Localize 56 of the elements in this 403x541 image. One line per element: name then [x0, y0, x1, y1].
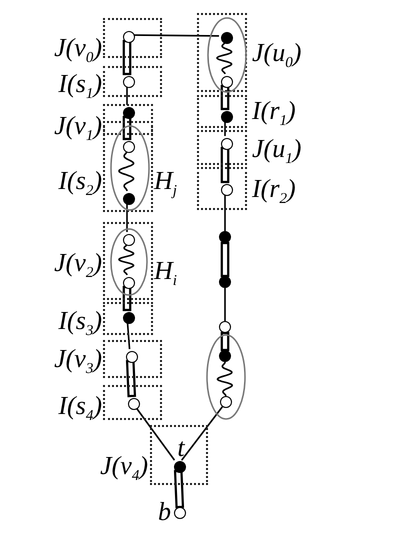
subgraph-label: H$_{j}$ — [154, 168, 177, 202]
set-label: I(r$_{2}$) — [252, 176, 296, 210]
open-vertex — [123, 76, 135, 88]
double-edge — [220, 242, 230, 278]
open-vertex — [123, 277, 135, 289]
filled-vertex — [219, 231, 231, 243]
edge-line — [224, 288, 226, 321]
wavy-edge — [118, 150, 134, 192]
open-vertex — [219, 321, 231, 333]
set-label: J(v$_{0}$) — [54, 35, 102, 68]
set-label: J(u$_{1}$) — [252, 136, 302, 170]
double-edge — [122, 40, 132, 76]
set-label: I(s$_{2}$) — [58, 168, 102, 202]
wavy-edge — [118, 244, 134, 276]
set-label: I(s$_{4}$) — [58, 393, 102, 426]
edge-line — [126, 203, 128, 232]
filled-vertex — [219, 350, 231, 362]
filled-vertex — [221, 32, 233, 44]
double-edge — [220, 146, 230, 184]
set-label: I(s$_{1}$) — [58, 71, 102, 104]
set-label: J(v$_{1}$) — [54, 113, 102, 146]
edge-line — [134, 406, 176, 461]
open-vertex — [220, 396, 232, 408]
open-vertex — [126, 351, 138, 363]
edge-line — [224, 121, 226, 136]
subgraph-label: H$_{i}$ — [154, 258, 177, 292]
filled-vertex — [123, 107, 135, 119]
open-vertex — [221, 184, 233, 196]
filled-vertex — [219, 276, 231, 288]
edge-line — [126, 86, 128, 105]
edge-line — [181, 406, 223, 461]
open-vertex — [123, 141, 135, 153]
open-vertex — [123, 31, 135, 43]
edge-line — [133, 34, 219, 37]
filled-vertex — [221, 111, 233, 123]
double-edge — [220, 332, 230, 352]
vertex-label: b — [158, 499, 171, 525]
double-edge — [126, 360, 136, 398]
set-label: J(v$_{2}$) — [54, 250, 102, 284]
edge-line — [224, 194, 226, 231]
open-vertex — [221, 76, 233, 88]
wavy-edge — [216, 42, 232, 74]
set-label: I(s$_{3}$) — [58, 308, 102, 342]
filled-vertex — [123, 193, 135, 205]
open-vertex — [123, 234, 135, 246]
filled-vertex — [123, 312, 135, 324]
open-vertex — [221, 138, 233, 150]
open-vertex — [128, 398, 140, 410]
set-label: J(v$_{3}$) — [54, 346, 102, 380]
vertex-label: t — [177, 435, 185, 461]
set-label: I(r$_{1}$) — [252, 98, 296, 132]
wavy-edge — [216, 362, 233, 396]
edge-line — [126, 322, 130, 350]
set-label: J(u$_{0}$) — [252, 40, 302, 74]
double-edge — [174, 470, 184, 508]
set-label: J(v$_{4}$) — [100, 453, 148, 486]
